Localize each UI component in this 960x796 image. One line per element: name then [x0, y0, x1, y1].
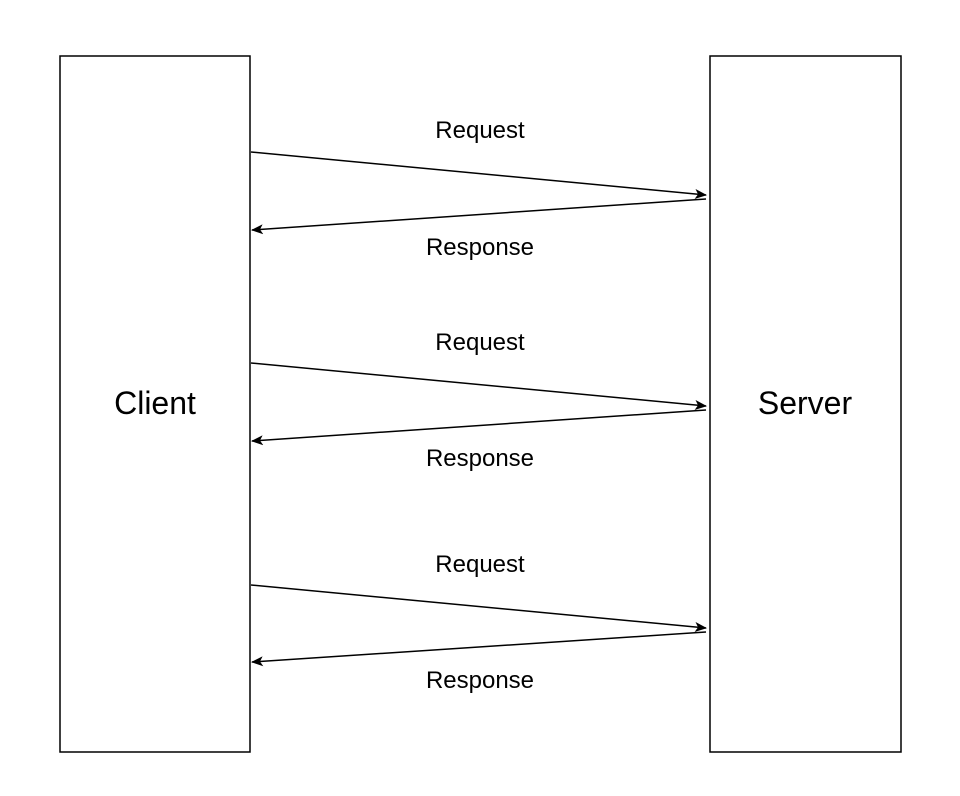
- exchange-1: Request Response: [250, 117, 707, 261]
- request-arrow-2: [250, 362, 707, 410]
- server-label: Server: [758, 385, 853, 421]
- response-label-1: Response: [426, 234, 534, 261]
- response-arrow-1: [251, 198, 707, 235]
- exchange-3: Request Response: [250, 551, 707, 694]
- exchange-2: Request Response: [250, 329, 707, 472]
- request-label-1: Request: [435, 117, 525, 144]
- response-arrow-3: [251, 631, 707, 667]
- client-box: [59, 55, 251, 753]
- request-label-2: Request: [435, 329, 525, 356]
- server-box: [709, 55, 902, 753]
- request-arrow-1: [250, 151, 707, 199]
- client-node: Client: [59, 55, 251, 753]
- request-label-3: Request: [435, 551, 525, 578]
- response-label-2: Response: [426, 445, 534, 472]
- server-node: Server: [709, 55, 902, 753]
- response-arrow-2: [251, 409, 707, 446]
- response-label-3: Response: [426, 667, 534, 694]
- request-arrow-3: [250, 584, 707, 632]
- client-label: Client: [114, 385, 196, 421]
